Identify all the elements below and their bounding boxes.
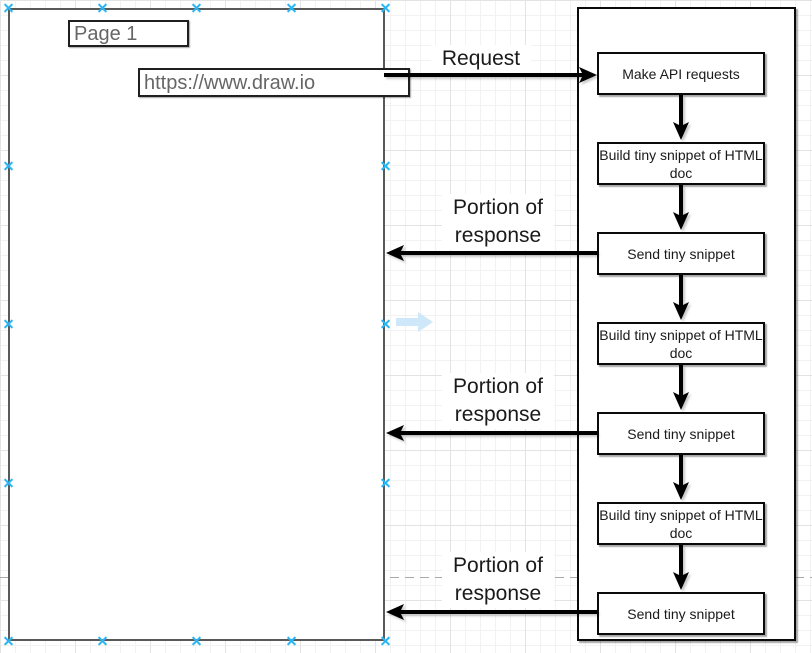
connection-point[interactable]	[287, 637, 296, 646]
connection-point[interactable]	[192, 637, 201, 646]
connection-point[interactable]	[381, 320, 390, 329]
request-arrow-label[interactable]: Request	[431, 45, 531, 73]
connection-point[interactable]	[4, 320, 13, 329]
flow-step-build-snippet-3[interactable]: Build tiny snippet of HTML doc	[597, 502, 765, 545]
response-arrow-label-1[interactable]: Portion of response	[442, 194, 554, 250]
response-arrow-label-3[interactable]: Portion of response	[442, 552, 554, 608]
direction-hint-arrow-icon[interactable]	[396, 311, 434, 333]
connection-point[interactable]	[4, 4, 13, 13]
url-bar-shape[interactable]: https://www.draw.io	[138, 68, 410, 97]
connection-point[interactable]	[381, 637, 390, 646]
flow-step-build-snippet-1[interactable]: Build tiny snippet of HTML doc	[597, 142, 765, 185]
flow-step-send-snippet-2[interactable]: Send tiny snippet	[597, 412, 765, 455]
connection-point[interactable]	[381, 162, 390, 171]
page-tab-shape[interactable]: Page 1	[68, 20, 189, 47]
connection-point[interactable]	[98, 637, 107, 646]
browser-window-shape[interactable]	[8, 8, 385, 641]
connection-point[interactable]	[381, 4, 390, 13]
flow-step-build-snippet-2[interactable]: Build tiny snippet of HTML doc	[597, 322, 765, 365]
page-break-line	[0, 577, 812, 578]
connection-point[interactable]	[4, 637, 13, 646]
connection-point[interactable]	[98, 4, 107, 13]
connection-point[interactable]	[192, 4, 201, 13]
connection-point[interactable]	[287, 4, 296, 13]
connection-point[interactable]	[4, 162, 13, 171]
flow-step-make-api-requests[interactable]: Make API requests	[597, 52, 765, 95]
connection-point[interactable]	[4, 479, 13, 488]
response-arrow-label-2[interactable]: Portion of response	[442, 373, 554, 429]
flow-step-send-snippet-3[interactable]: Send tiny snippet	[597, 592, 765, 635]
flow-step-send-snippet-1[interactable]: Send tiny snippet	[597, 232, 765, 275]
connection-point[interactable]	[381, 479, 390, 488]
